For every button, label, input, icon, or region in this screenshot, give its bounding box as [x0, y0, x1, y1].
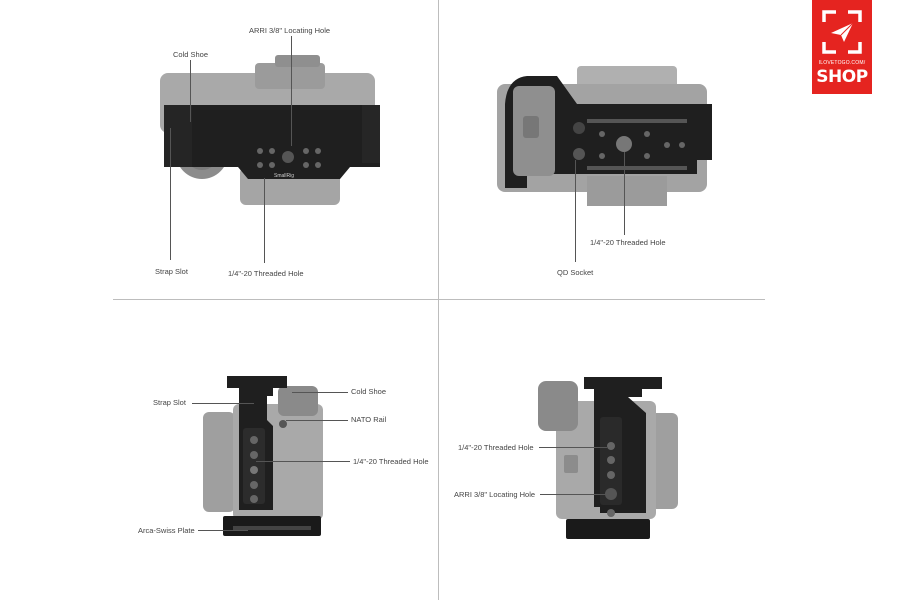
label-threaded-hole-side-left: 1/4"-20 Threaded Hole — [353, 457, 429, 466]
label-strap-slot-top: Strap Slot — [155, 267, 188, 276]
camera-cage-right-side — [538, 377, 678, 539]
label-arri-locating-hole-top: ARRI 3/8" Locating Hole — [249, 26, 331, 35]
label-threaded-hole-top: 1/4"-20 Threaded Hole — [228, 269, 304, 278]
threaded-hole-side-right-leader — [539, 447, 607, 448]
arri-top-leader — [291, 36, 292, 146]
qd-socket-leader — [575, 160, 576, 262]
cage-engraving: SmallRig — [274, 173, 294, 179]
camera-cage-top-view: SmallRig — [160, 55, 380, 205]
threaded-hole-top-leader — [264, 178, 265, 263]
label-qd-socket: QD Socket — [557, 268, 594, 277]
strap-slot-top-leader — [170, 128, 171, 260]
camera-cage-bottom-view — [497, 66, 712, 206]
label-arri-locating-hole-side: ARRI 3/8" Locating Hole — [454, 490, 536, 499]
vertical-divider — [438, 0, 439, 600]
horizontal-divider — [113, 299, 765, 300]
cold-shoe-top-leader — [190, 60, 191, 122]
label-threaded-hole-bottom: 1/4"-20 Threaded Hole — [590, 238, 666, 247]
logo-shop-text: SHOP — [816, 67, 868, 87]
threaded-hole-side-left-leader — [256, 461, 350, 462]
nato-rail-leader — [286, 420, 348, 421]
label-arca-swiss-plate: Arca-Swiss Plate — [138, 526, 195, 535]
shop-logo[interactable]: ILOVETOGO.COM/ SHOP — [812, 0, 872, 94]
arri-side-leader — [540, 494, 607, 495]
label-threaded-hole-side-right: 1/4"-20 Threaded Hole — [458, 443, 534, 452]
label-strap-slot-side: Strap Slot — [153, 398, 186, 407]
arca-plate-leader — [198, 530, 248, 531]
camera-cage-left-side — [203, 376, 323, 536]
paper-plane-frame-icon — [822, 10, 862, 54]
strap-slot-side-leader — [192, 403, 254, 404]
cold-shoe-side-leader — [292, 392, 348, 393]
label-cold-shoe-side: Cold Shoe — [351, 387, 387, 396]
label-nato-rail: NATO Rail — [351, 415, 387, 424]
threaded-hole-bottom-leader — [624, 152, 625, 235]
label-cold-shoe-top: Cold Shoe — [173, 50, 209, 59]
logo-url-text: ILOVETOGO.COM/ — [818, 60, 866, 66]
